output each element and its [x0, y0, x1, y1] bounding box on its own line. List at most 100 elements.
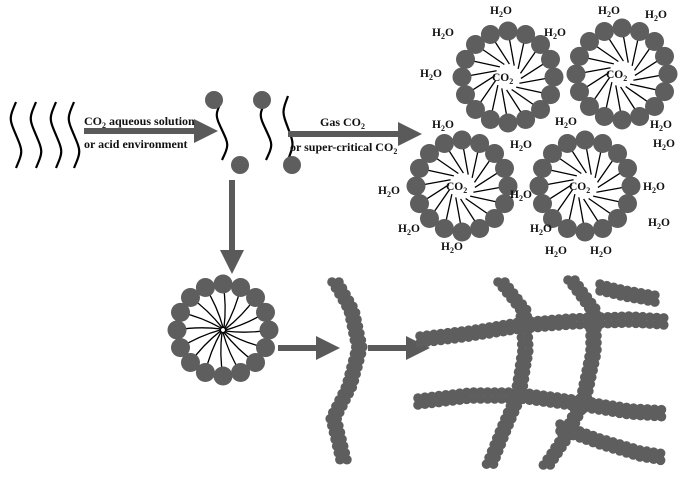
- head-group-bead-icon: [231, 278, 251, 298]
- head-group-bead-icon: [488, 459, 499, 469]
- head-group-bead-icon: [496, 387, 507, 397]
- head-group-bead-icon: [649, 411, 660, 422]
- head-group-bead-icon: [406, 176, 426, 196]
- head-group-bead-icon: [180, 353, 200, 373]
- head-group-bead-icon: [645, 97, 665, 117]
- water-label: H2O: [648, 217, 670, 231]
- head-group-bead-icon: [631, 318, 641, 329]
- head-group-bead-icon: [594, 22, 614, 42]
- head-group-bead-icon: [531, 100, 551, 120]
- head-group-bead-icon: [568, 313, 578, 323]
- head-group-bead-icon: [489, 387, 500, 397]
- head-group-bead-icon: [498, 176, 518, 196]
- head-group-bead-icon: [575, 319, 585, 330]
- head-group-bead-icon: [454, 388, 465, 398]
- water-label: H2O: [598, 5, 620, 19]
- wormlike-micelle: [555, 419, 666, 459]
- water-label: H2O: [643, 181, 665, 195]
- micelle: [452, 21, 564, 133]
- head-group-bead-icon: [538, 460, 549, 470]
- head-group-bead-icon: [592, 316, 602, 327]
- wormlike-micelle: [545, 275, 602, 470]
- head-group-bead-icon: [443, 334, 453, 345]
- head-group-bead-icon: [427, 391, 437, 402]
- head-group-bead-icon: [547, 314, 557, 325]
- wormlike-micelle: [415, 318, 669, 348]
- head-group-bead-icon: [283, 156, 301, 174]
- head-group-bead-icon: [642, 411, 653, 421]
- head-group-bead-icon: [592, 330, 602, 341]
- head-group-bead-icon: [494, 194, 514, 214]
- arrow-step-2: Gas CO2 or super-critical CO2: [288, 115, 422, 156]
- head-group-bead-icon: [617, 194, 637, 214]
- head-group-bead-icon: [650, 290, 660, 300]
- co2-core-label: CO2: [569, 181, 590, 195]
- head-group-bead-icon: [612, 110, 632, 130]
- head-group-bead-icon: [656, 404, 667, 415]
- head-group-bead-icon: [645, 31, 665, 51]
- head-group-bead-icon: [637, 318, 648, 329]
- head-group-bead-icon: [470, 134, 490, 154]
- head-group-bead-icon: [654, 82, 674, 102]
- head-group-bead-icon: [540, 322, 550, 332]
- head-group-bead-icon: [180, 287, 200, 307]
- head-group-bead-icon: [449, 334, 460, 344]
- head-group-bead-icon: [205, 91, 223, 109]
- head-group-bead-icon: [592, 309, 602, 320]
- head-group-bead-icon: [456, 333, 467, 343]
- head-group-bead-icon: [579, 31, 599, 51]
- water-label: H2O: [590, 245, 612, 259]
- head-group-bead-icon: [522, 311, 533, 322]
- head-group-bead-icon: [436, 335, 446, 346]
- head-group-bead-icon: [434, 218, 454, 238]
- head-group-bead-icon: [434, 397, 444, 408]
- micelle: [167, 274, 279, 386]
- head-group-bead-icon: [436, 328, 446, 339]
- wormlike-micelle: [488, 277, 534, 469]
- head-group-bead-icon: [557, 218, 577, 238]
- head-group-bead-icon: [259, 320, 279, 340]
- head-group-bead-icon: [585, 323, 595, 334]
- head-group-bead-icon: [419, 143, 439, 163]
- head-group-bead-icon: [561, 320, 571, 331]
- head-group-bead-icon: [420, 392, 430, 402]
- head-group-bead-icon: [585, 309, 595, 320]
- head-group-bead-icon: [481, 459, 492, 469]
- water-label: H2O: [510, 139, 532, 153]
- head-group-bead-icon: [516, 339, 527, 350]
- head-group-bead-icon: [171, 302, 191, 322]
- head-group-bead-icon: [561, 313, 571, 324]
- water-label: H2O: [490, 5, 512, 19]
- head-group-bead-icon: [465, 34, 485, 54]
- head-group-bead-icon: [429, 329, 439, 340]
- head-group-bead-icon: [624, 318, 634, 328]
- head-group-bead-icon: [554, 321, 564, 331]
- head-group-bead-icon: [523, 339, 534, 350]
- head-group-bead-icon: [557, 134, 577, 154]
- head-group-bead-icon: [447, 389, 458, 399]
- water-label: H2O: [441, 241, 463, 255]
- head-group-bead-icon: [468, 387, 479, 397]
- head-group-bead-icon: [454, 395, 465, 405]
- micelle: [566, 18, 678, 130]
- wavy-surfactant-chain-icon: [29, 101, 43, 169]
- step2-label-line2: or super-critical CO2: [290, 140, 397, 156]
- wavy-surfactant-chain-icon: [49, 101, 63, 169]
- water-label: H2O: [544, 27, 566, 41]
- head-group-bead-icon: [594, 106, 614, 126]
- head-group-bead-icon: [628, 410, 639, 420]
- head-group-bead-icon: [630, 22, 650, 42]
- head-group-bead-icon: [498, 21, 518, 41]
- wormlike-micelle: [595, 279, 660, 300]
- activated-surfactant-chains: [205, 91, 301, 174]
- head-group-bead-icon: [342, 454, 352, 465]
- co2-core-label: CO2: [492, 72, 513, 86]
- head-group-bead-icon: [195, 278, 215, 298]
- head-group-bead-icon: [441, 389, 451, 400]
- head-group-bead-icon: [585, 330, 595, 341]
- head-group-bead-icon: [533, 322, 543, 333]
- wavy-surfactant-chain-icon: [9, 101, 23, 169]
- head-group-bead-icon: [255, 338, 275, 358]
